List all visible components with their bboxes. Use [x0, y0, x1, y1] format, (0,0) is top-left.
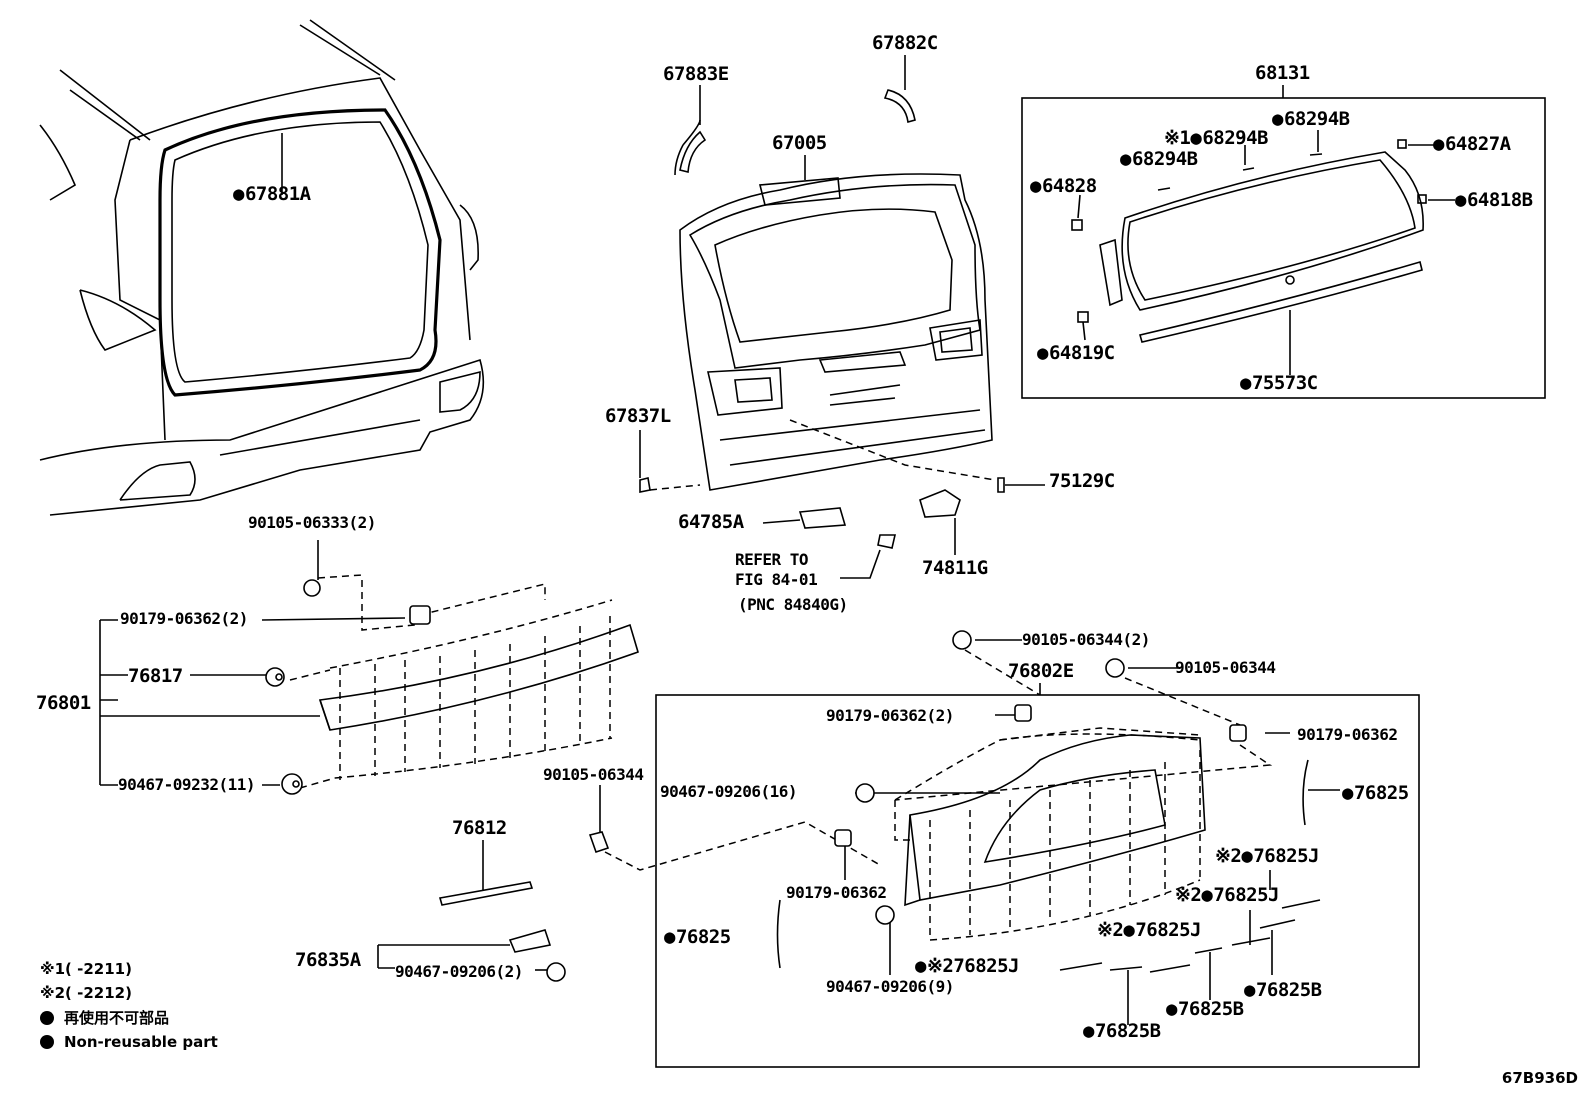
- label-76825J-4: ※276825J: [915, 955, 1019, 977]
- label-76825-right: 76825: [1342, 782, 1409, 804]
- label-76825J-1-text: 76825J: [1241, 845, 1319, 867]
- label-90105-06344-b: 90105-06344: [543, 765, 644, 784]
- vehicle-body-drawing: [39, 19, 485, 516]
- back-door-drawing: [649, 119, 996, 491]
- note-mark-2: ※2: [926, 955, 954, 977]
- label-64819C: 64819C: [1037, 342, 1115, 364]
- label-64785A: 64785A: [678, 511, 744, 533]
- label-90467-09232: 90467-09232(11): [118, 775, 256, 794]
- refer-line-3: (PNC 84840G): [738, 595, 848, 614]
- garnish-76801-drawing: [289, 574, 639, 789]
- label-68131: 68131: [1255, 62, 1310, 84]
- label-64818B: 64818B: [1455, 189, 1533, 211]
- label-90105-06344-a: 90105-06344: [1175, 658, 1276, 677]
- label-90105-06333: 90105-06333(2): [248, 513, 376, 532]
- label-67882C: 67882C: [872, 32, 938, 54]
- label-76825J-1: ※276825J: [1215, 845, 1319, 867]
- label-90467-09206-16: 90467-09206(16): [660, 782, 798, 801]
- label-90179-06362-2b: 90179-06362(2): [826, 706, 954, 725]
- label-67881A: 67881A: [233, 183, 311, 205]
- label-75129C: 75129C: [1049, 470, 1115, 492]
- label-67883E: 67883E: [663, 63, 729, 85]
- trim-board-drawing: [894, 727, 1206, 941]
- label-76825J-2-text: 76825J: [1201, 884, 1279, 906]
- label-67005: 67005: [772, 132, 827, 154]
- label-68294B-3: 68294B: [1120, 148, 1198, 170]
- label-76825J-3-text: 76825J: [1123, 919, 1201, 941]
- label-76801: 76801: [36, 692, 91, 714]
- label-76812: 76812: [452, 817, 507, 839]
- label-68294B-2: 68294B: [1272, 108, 1350, 130]
- label-76825J-4-text: 76825J: [953, 955, 1019, 977]
- legend-non-reusable-jp: 再使用不可部品: [64, 1009, 170, 1027]
- refer-line-1: REFER TO: [735, 550, 809, 569]
- label-68294B-note: ※168294B: [1164, 127, 1268, 149]
- label-90467-09206-2: 90467-09206(2): [395, 962, 523, 981]
- label-75573C: 75573C: [1240, 372, 1318, 394]
- label-64827A: 64827A: [1433, 133, 1511, 155]
- label-76825B-3: 76825B: [1083, 1020, 1161, 1042]
- label-90179-06362-a: 90179-06362: [1297, 725, 1398, 744]
- fastener-icons-left: [265, 579, 431, 795]
- label-68294B-1: 68294B: [1190, 127, 1268, 149]
- trim-detail-box: [655, 694, 1420, 1068]
- note-mark-1: ※1: [1164, 127, 1191, 149]
- label-90467-09206-9: 90467-09206(9): [826, 977, 954, 996]
- refer-line-2: FIG 84-01: [735, 570, 818, 589]
- label-76825-left: 76825: [664, 926, 731, 948]
- label-76817: 76817: [128, 665, 183, 687]
- legend-note-1: ※1( -2211): [40, 960, 132, 978]
- label-90179-06362-b: 90179-06362: [786, 883, 887, 902]
- label-76825B-2: 76825B: [1166, 998, 1244, 1020]
- note-mark-2: ※2: [1097, 919, 1124, 941]
- label-90105-06344-2: 90105-06344(2): [1022, 630, 1150, 649]
- legend-note-2: ※2( -2212): [40, 984, 132, 1002]
- legend-non-reusable-en: Non-reusable part: [64, 1033, 218, 1051]
- label-90179-06362-2a: 90179-06362(2): [120, 609, 248, 628]
- fastener-icons-right: [834, 630, 1247, 925]
- label-76802E: 76802E: [1008, 660, 1074, 682]
- label-76835A: 76835A: [295, 949, 361, 971]
- label-76825J-2: ※276825J: [1175, 884, 1279, 906]
- label-76825B-1: 76825B: [1244, 979, 1322, 1001]
- label-67837L: 67837L: [605, 405, 671, 427]
- label-76825J-3: ※276825J: [1097, 919, 1201, 941]
- diagram-code: 67B936D: [1501, 1069, 1578, 1087]
- label-64828: 64828: [1030, 175, 1097, 197]
- note-mark-2: ※2: [1175, 884, 1202, 906]
- note-mark-2: ※2: [1215, 845, 1242, 867]
- label-74811G: 74811G: [922, 557, 988, 579]
